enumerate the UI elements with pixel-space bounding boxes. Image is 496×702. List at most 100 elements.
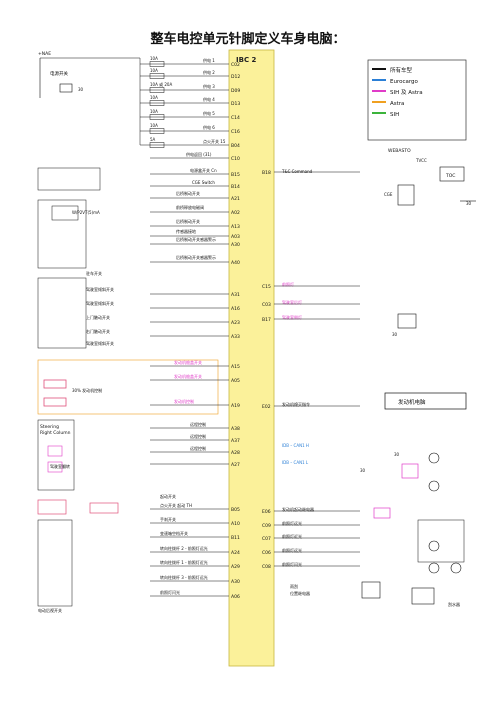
svg-text:30: 30 xyxy=(392,332,398,337)
ibc-pin-a02: A02 xyxy=(231,210,240,216)
bottom-label: 手刹开关 xyxy=(160,516,176,522)
ibc-pin-d09: D09 xyxy=(231,88,240,94)
engine-label: 发动机控制 xyxy=(174,398,194,404)
feed-label: 供电返回 (31) xyxy=(186,151,212,157)
fuse-rating: 10A 或 20A xyxy=(150,81,172,87)
ibc-pin-a31: A31 xyxy=(231,292,240,298)
starter-motor xyxy=(428,452,440,464)
starter-relay xyxy=(401,463,419,479)
ibc-pin-c14: C14 xyxy=(231,115,240,121)
ibc-pin-group: C02D12D09D13C14C16B04C10B15B14A21A02A13A… xyxy=(150,62,240,600)
ibc-pin-e02: E02 xyxy=(262,404,271,410)
engine-switch-block xyxy=(37,359,219,415)
svg-text:刮水器: 刮水器 xyxy=(448,601,460,607)
switch-label: 后桥制动开关感器警示 xyxy=(176,236,216,242)
svg-text:前照灯远光: 前照灯远光 xyxy=(282,520,302,526)
ibc-pin-a05: A05 xyxy=(231,378,240,384)
steering-block xyxy=(37,419,75,491)
svg-text:发动机熄灭指令: 发动机熄灭指令 xyxy=(282,401,310,407)
feed-label: 供电 1 xyxy=(203,57,215,63)
relay-box xyxy=(397,313,417,329)
wiper-relay xyxy=(361,581,381,599)
ibc-pin-a23: A23 xyxy=(231,320,240,326)
ibc-pin-c16: C16 xyxy=(231,129,240,135)
brake-label: 驾驶室倾斜开关 xyxy=(86,286,114,292)
tc-command: T&C Command xyxy=(281,169,313,174)
feed-label: 供电 2 xyxy=(203,69,215,75)
bottom-label: 前照灯闪光 xyxy=(160,589,180,595)
starter-relay-2 xyxy=(373,507,391,519)
ibc-module xyxy=(228,49,275,667)
steer-label: 远程控制 xyxy=(190,421,206,427)
fuse-rating: 10A xyxy=(150,123,158,128)
motor-2 xyxy=(428,480,440,492)
brake-label: 上门触动开关 xyxy=(86,314,110,320)
fuse-rating: 10A xyxy=(150,56,158,61)
ibc-pin-c06: C06 xyxy=(262,550,271,556)
ibc-pin-b04: B04 xyxy=(231,143,240,149)
door-switch-block xyxy=(37,277,87,349)
ibc-pin-d12: D12 xyxy=(231,74,240,80)
switch-label: 后桥制动开关 xyxy=(176,190,200,196)
svg-text:前照灯远光: 前照灯远光 xyxy=(282,547,302,553)
wiper-block xyxy=(417,519,465,563)
cge-switch-box xyxy=(37,167,101,191)
ibc-pin-a30: A30 xyxy=(231,242,240,248)
column-switch-block xyxy=(37,499,67,515)
fuse-rating: 5A xyxy=(150,137,156,142)
brake-label: 驻车开关 xyxy=(86,270,102,276)
ibc-pin-a19: A19 xyxy=(231,403,240,409)
brake-label: 驾驶室倾斜开关 xyxy=(86,300,114,306)
wiper-sw xyxy=(411,587,435,605)
feed-label: 供电 4 xyxy=(203,96,215,102)
ibc-pin-b05: B05 xyxy=(231,507,240,513)
bottom-label: 转向柱拨杆 3 - 前照灯远光 xyxy=(160,574,208,580)
legend-item-3: SIH 及 Astra xyxy=(390,89,423,96)
cge-box xyxy=(397,184,415,206)
bottom-label: 起动开关 xyxy=(160,493,176,499)
ibc-pin-a10: A10 xyxy=(231,521,240,527)
lever-switch-block xyxy=(37,519,73,607)
legend-item-4: Astra xyxy=(390,101,404,107)
fuse-rating: 10A xyxy=(150,109,158,114)
ibc-pin-a33: A33 xyxy=(231,334,240,340)
brake-switch-block xyxy=(37,199,87,269)
steering-label-2: Right Column xyxy=(40,430,71,436)
svg-text:30: 30 xyxy=(394,452,400,457)
ibc-pin-a03: A03 xyxy=(231,234,240,240)
feed-label: 供电 5 xyxy=(203,110,215,116)
ibc-pin-a15: A15 xyxy=(231,364,240,370)
steer-label: 远程控制 xyxy=(190,433,206,439)
toc-box xyxy=(439,166,465,182)
webasto-label: WEBASTO xyxy=(388,148,411,154)
ibc-pin-a13: A13 xyxy=(231,224,240,230)
svg-text:30% 发动机控制: 30% 发动机控制 xyxy=(72,387,102,393)
engine-label: 发动机舱盖开关 xyxy=(174,359,202,365)
ign-switch xyxy=(59,83,73,93)
svg-text:雨刮: 雨刮 xyxy=(290,583,298,589)
tvcc-label: TVCC xyxy=(415,158,427,163)
washer-motor-2 xyxy=(450,562,462,574)
ibc-pin-c02: C02 xyxy=(231,62,240,68)
legend-item-2: Eurocargo xyxy=(390,79,419,85)
ibc-pin-a24: A24 xyxy=(231,550,240,556)
valve-box xyxy=(51,205,79,221)
lever-label: 电动后视开关 xyxy=(38,607,62,613)
svg-text:30: 30 xyxy=(78,87,84,92)
svg-text:前照灯近光: 前照灯近光 xyxy=(282,533,302,539)
wiper-motor xyxy=(428,540,440,552)
ibc-pin-a40: A40 xyxy=(231,260,240,266)
svg-text:IDB – CAN1 H: IDB – CAN1 H xyxy=(282,443,309,448)
bottom-label: 变速箱空档开关 xyxy=(160,530,188,536)
ibc-pin-a06: A06 xyxy=(231,594,240,600)
cge-label: CGE Switch xyxy=(192,180,215,185)
ibc-pin-c07: C07 xyxy=(262,536,271,542)
horn-switch-2 xyxy=(47,461,63,473)
ibc-pin-c03: C03 xyxy=(262,302,271,308)
ibc-pin-d13: D13 xyxy=(231,101,240,107)
washer-motor xyxy=(428,562,440,574)
